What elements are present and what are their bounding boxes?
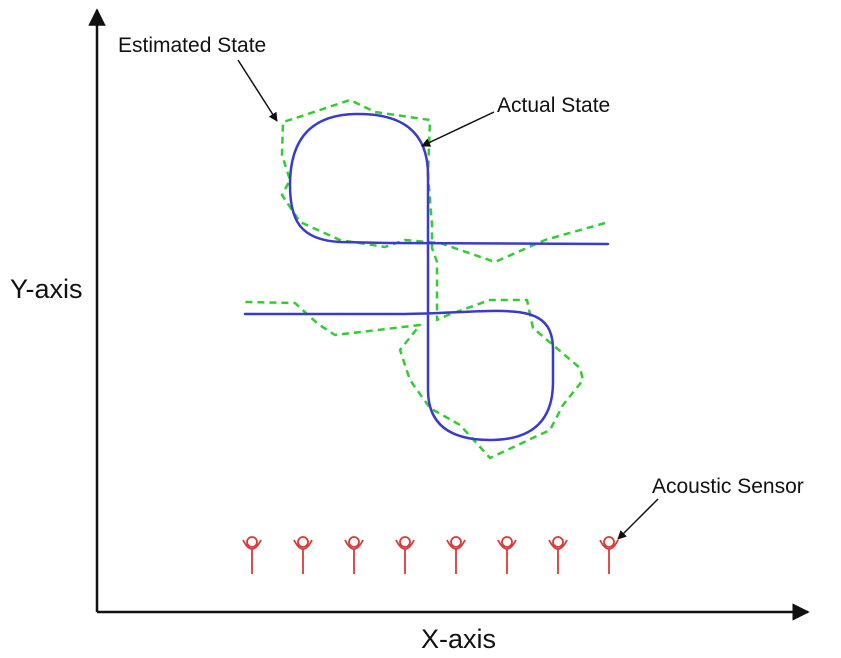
acoustic-sensor-icon — [344, 536, 364, 574]
estimated-state-arrow — [237, 59, 278, 122]
actual-state-arrow — [421, 111, 495, 147]
acoustic-sensor-arrow — [617, 498, 659, 540]
acoustic-sensor-icon — [548, 536, 568, 574]
acoustic-sensor-label: Acoustic Sensor — [652, 475, 804, 498]
actual-state-path — [243, 112, 610, 442]
acoustic-sensor-icon — [395, 536, 415, 574]
acoustic-sensor-icon — [497, 536, 517, 574]
y-axis-label: Y-axis — [10, 274, 83, 304]
acoustic-sensor-array — [242, 536, 619, 574]
estimated-state-path — [244, 98, 606, 460]
actual-state-label: Actual State — [497, 94, 610, 117]
acoustic-sensor-icon — [293, 536, 313, 574]
acoustic-sensor-icon — [446, 536, 466, 574]
x-axis-label: X-axis — [421, 624, 496, 654]
estimated-state-label: Estimated State — [118, 34, 266, 57]
acoustic-sensor-icon — [242, 536, 262, 574]
acoustic-sensor-icon — [599, 536, 619, 574]
